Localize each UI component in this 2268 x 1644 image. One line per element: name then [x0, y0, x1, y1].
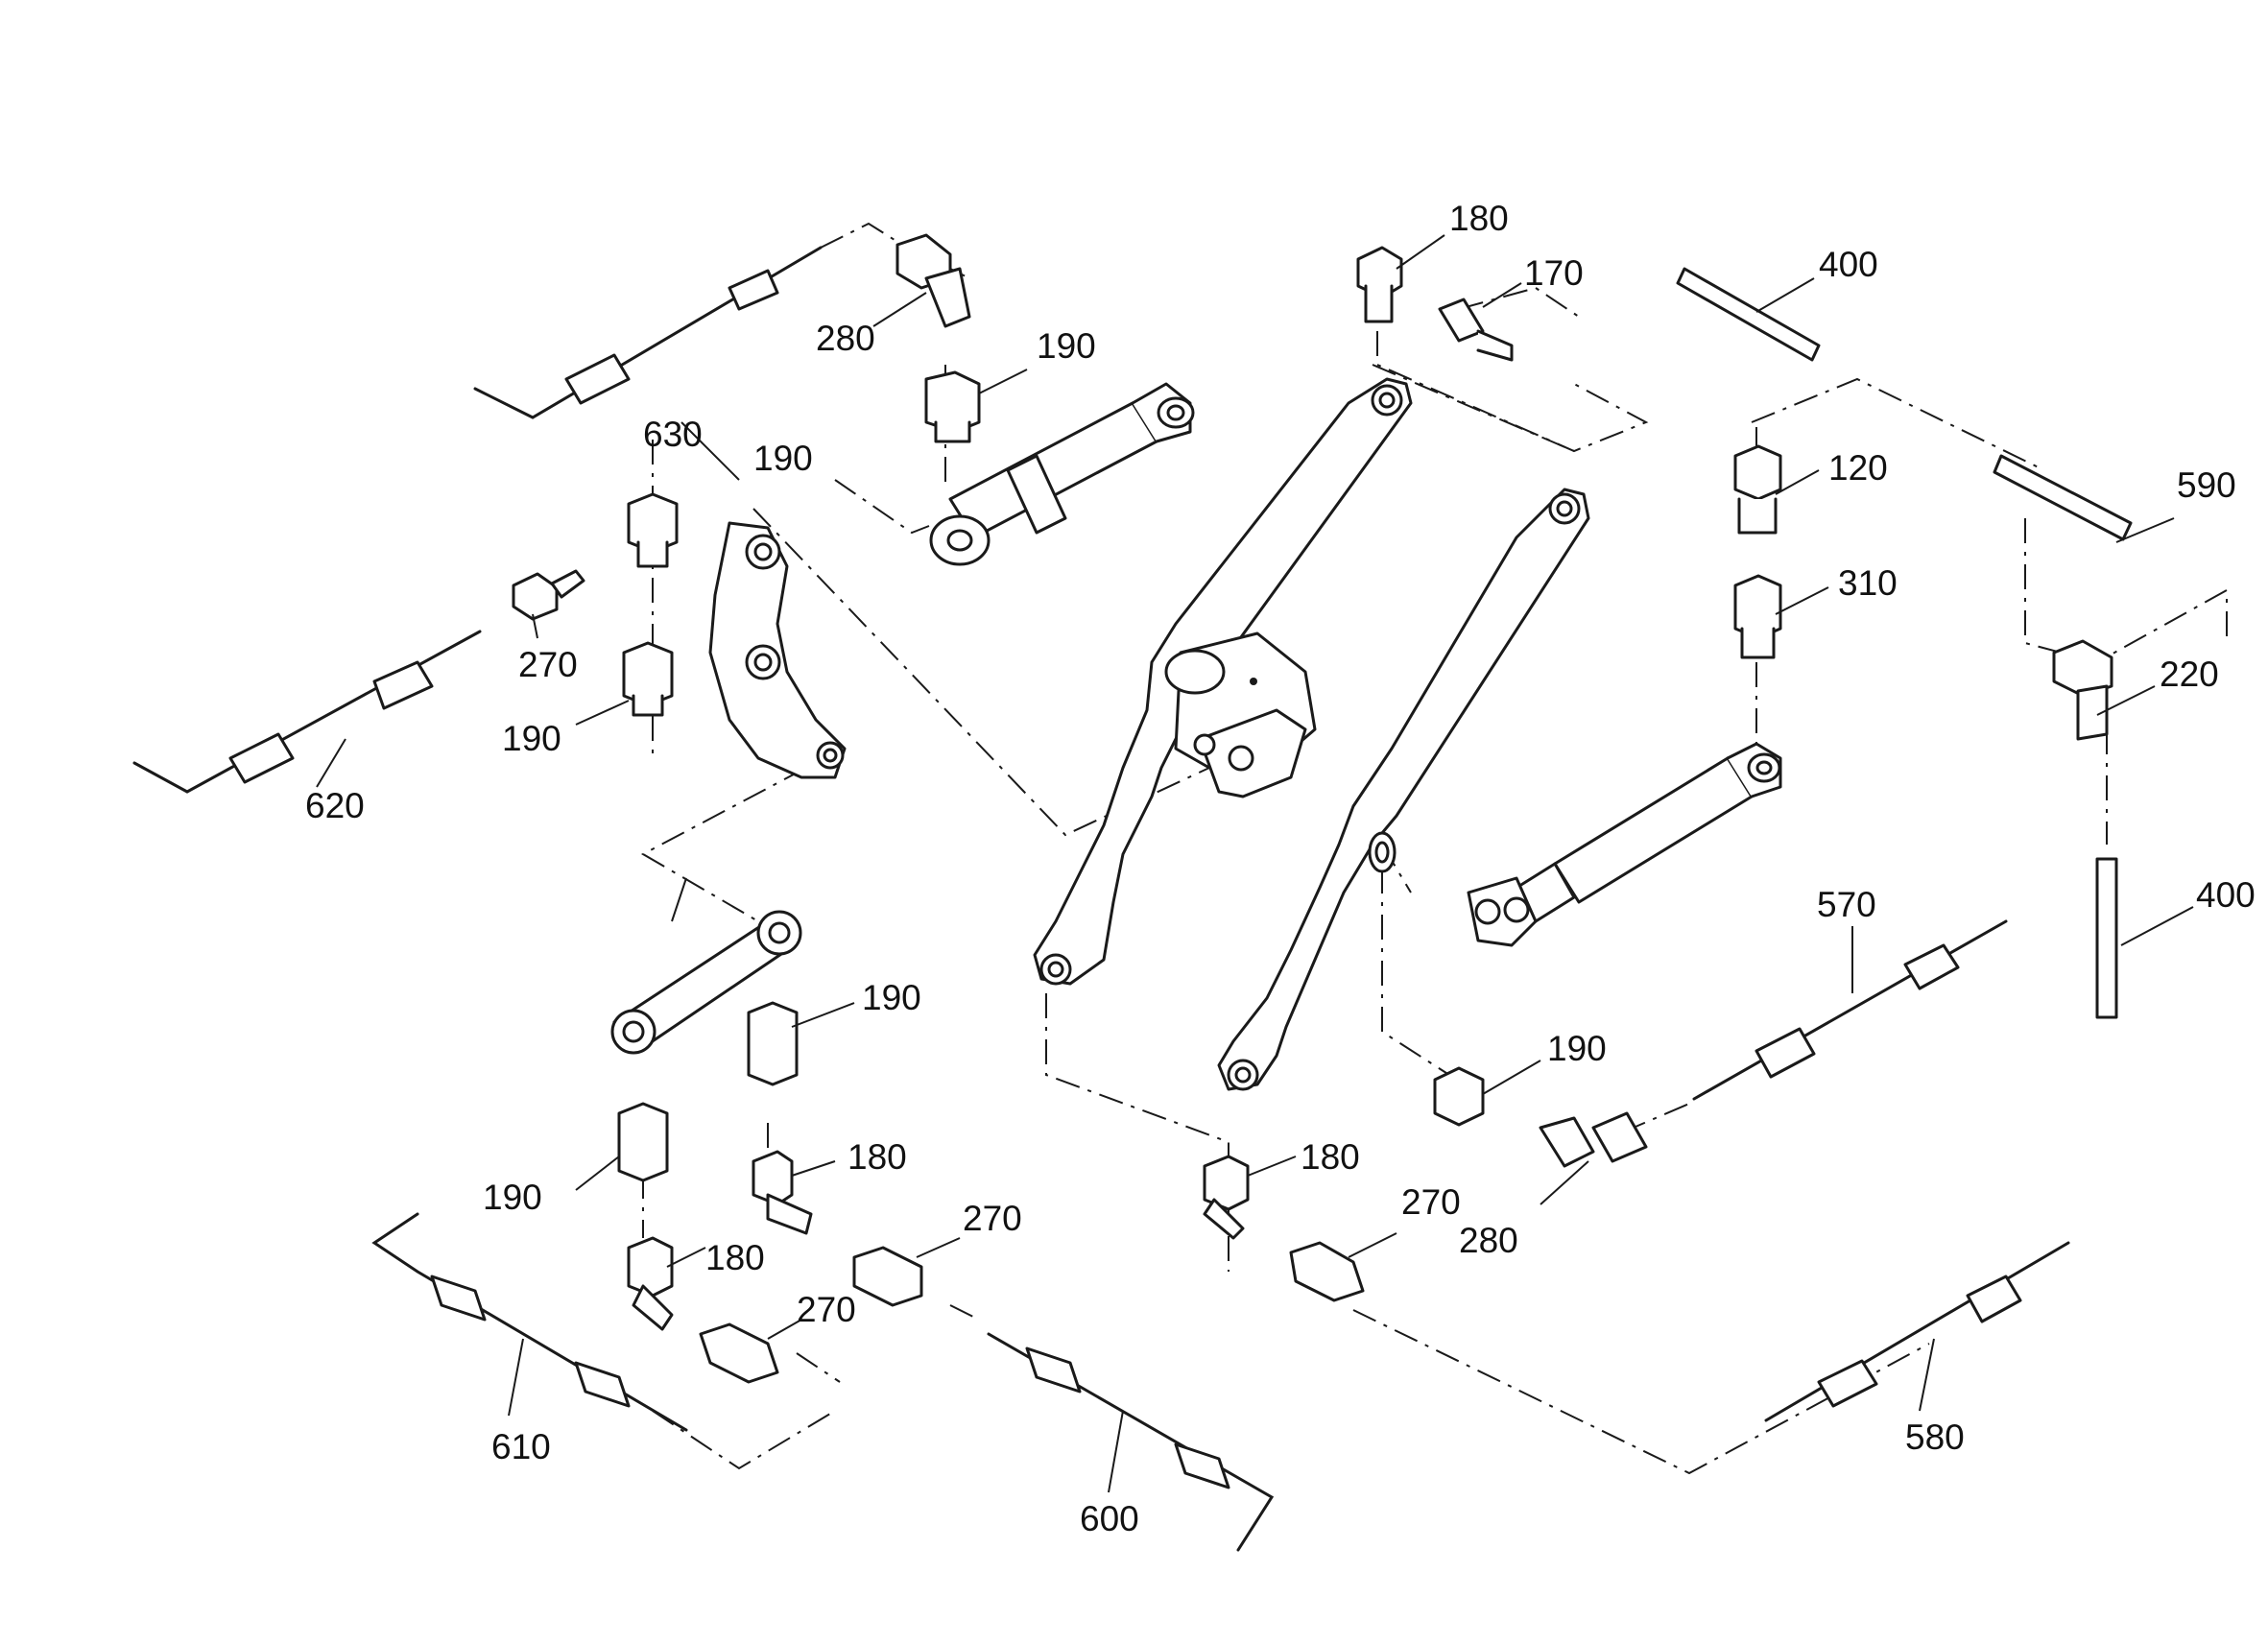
label-190: 190 — [862, 978, 921, 1017]
label-190: 190 — [1547, 1029, 1607, 1068]
label-170: 170 — [1524, 253, 1584, 293]
part-labels: 180 170 400 280 190 630 190 270 190 620 … — [305, 199, 2256, 1538]
label-220: 220 — [2160, 655, 2219, 694]
label-400: 400 — [2196, 875, 2256, 915]
label-570: 570 — [1817, 885, 1876, 924]
label-180: 180 — [705, 1238, 765, 1277]
label-400: 400 — [1819, 245, 1878, 284]
label-280: 280 — [1459, 1221, 1518, 1260]
label-600: 600 — [1080, 1499, 1139, 1538]
label-190: 190 — [483, 1178, 542, 1217]
label-280: 280 — [816, 319, 875, 358]
hydraulic-cylinder-upper — [929, 382, 1195, 566]
link-rod — [610, 910, 802, 1055]
label-180: 180 — [1301, 1137, 1360, 1177]
label-610: 610 — [491, 1427, 551, 1466]
label-580: 580 — [1905, 1418, 1965, 1457]
label-270: 270 — [1401, 1182, 1461, 1222]
label-630: 630 — [643, 415, 703, 454]
label-180: 180 — [848, 1137, 907, 1177]
label-190: 190 — [1037, 326, 1096, 366]
fittings — [512, 233, 2113, 1384]
label-590: 590 — [2177, 465, 2236, 505]
label-620: 620 — [305, 786, 365, 825]
label-120: 120 — [1828, 448, 1888, 488]
label-310: 310 — [1838, 563, 1898, 603]
label-270: 270 — [797, 1290, 856, 1329]
bell-crank — [708, 521, 847, 779]
loader-arm — [1033, 377, 1590, 1091]
hydraulic-cylinder-right — [1467, 742, 1782, 947]
label-190: 190 — [753, 439, 813, 478]
hydraulic-tubes — [132, 246, 2133, 1552]
label-180: 180 — [1449, 199, 1509, 238]
label-270: 270 — [963, 1199, 1022, 1238]
label-270: 270 — [518, 645, 578, 684]
leader-lines — [316, 234, 2194, 1493]
label-190: 190 — [502, 719, 561, 758]
